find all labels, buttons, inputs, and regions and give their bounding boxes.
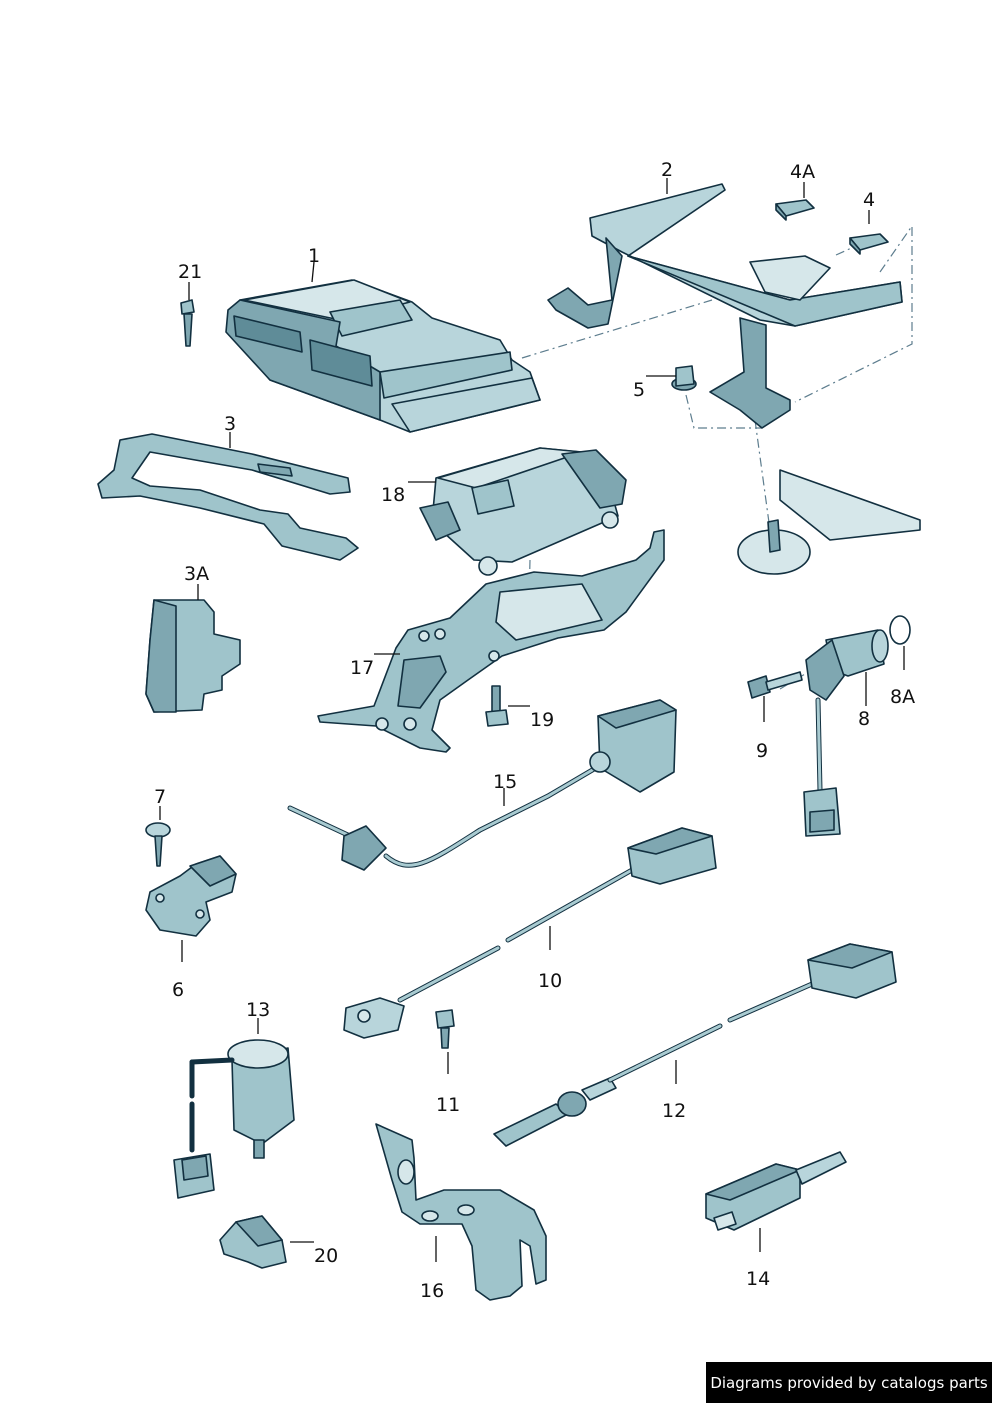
label-part-8a: 8A <box>890 686 915 708</box>
part-7-screw[interactable] <box>145 822 171 867</box>
label-part-19: 19 <box>530 709 554 731</box>
part-9-screw[interactable] <box>747 671 803 699</box>
part-2-bracket-tray[interactable] <box>547 183 903 429</box>
part-11-bolt[interactable] <box>435 1009 455 1049</box>
label-part-12: 12 <box>662 1100 686 1122</box>
label-part-3: 3 <box>224 413 236 435</box>
part-6-pressure-sensor[interactable] <box>145 855 237 937</box>
part-8-speed-sensor[interactable] <box>803 629 889 837</box>
part-4-clip[interactable] <box>849 233 889 255</box>
label-part-13: 13 <box>246 999 270 1021</box>
part-3a-holder[interactable] <box>145 599 241 713</box>
part-5-grommet[interactable] <box>671 365 697 391</box>
part-13-valve[interactable] <box>173 1039 295 1199</box>
part-labels: 1 2 4A 4 21 5 3 18 3A 17 19 8A 8 9 15 7 … <box>154 159 915 1302</box>
part-17-bracket-plate[interactable] <box>317 529 665 753</box>
label-part-1: 1 <box>308 245 320 267</box>
label-part-6: 6 <box>172 979 184 1001</box>
label-part-21: 21 <box>178 261 202 283</box>
part-3-holder[interactable] <box>97 433 359 561</box>
label-part-4a: 4A <box>790 161 815 183</box>
part-19-bolt[interactable] <box>485 685 509 727</box>
part-8a-o-ring[interactable] <box>889 615 911 645</box>
label-part-9: 9 <box>756 740 768 762</box>
base-stud <box>737 469 921 575</box>
label-part-18: 18 <box>381 484 405 506</box>
label-part-14: 14 <box>746 1268 770 1290</box>
part-18-sensor-unit[interactable] <box>419 447 627 576</box>
label-part-5: 5 <box>633 379 645 401</box>
label-part-3a: 3A <box>184 563 209 585</box>
part-21-screw[interactable] <box>180 299 195 347</box>
label-part-16: 16 <box>420 1280 444 1302</box>
part-14-switch[interactable] <box>705 1151 847 1231</box>
label-part-17: 17 <box>350 657 374 679</box>
part-1-control-unit[interactable] <box>225 279 541 433</box>
footer-credit: Diagrams provided by catalogs parts <box>706 1362 992 1403</box>
part-20-clip[interactable] <box>219 1215 287 1269</box>
part-15-temperature-sensor[interactable] <box>287 699 677 871</box>
part-16-bracket[interactable] <box>375 1123 547 1301</box>
part-12-lambda-probe[interactable] <box>493 943 897 1147</box>
label-part-11: 11 <box>436 1094 460 1116</box>
label-part-2: 2 <box>661 159 673 181</box>
label-part-8: 8 <box>858 708 870 730</box>
part-10-knock-sensor[interactable] <box>343 827 717 1039</box>
label-part-7: 7 <box>154 786 166 808</box>
part-4a-clip[interactable] <box>775 199 815 221</box>
label-part-10: 10 <box>538 970 562 992</box>
label-part-4: 4 <box>863 189 875 211</box>
label-part-15: 15 <box>493 771 517 793</box>
leader-lines <box>159 178 905 1262</box>
label-part-20: 20 <box>314 1245 338 1267</box>
